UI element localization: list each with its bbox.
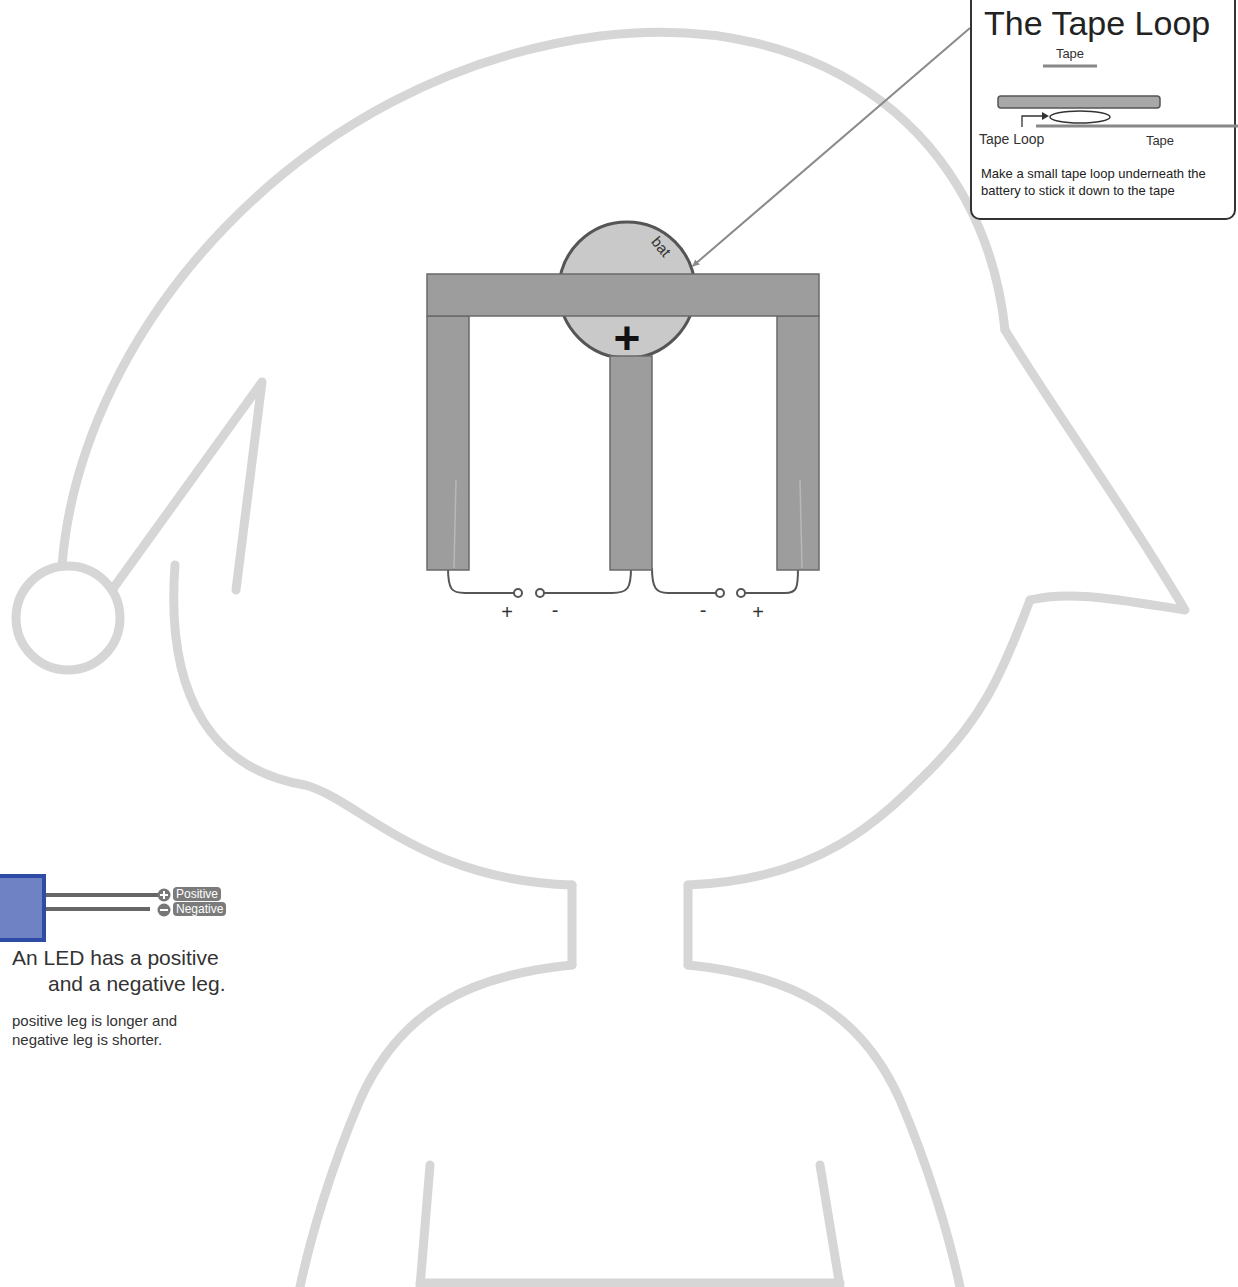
leg-tag: Positive	[173, 887, 221, 901]
positive-icon	[158, 889, 171, 902]
lead-end	[737, 589, 745, 597]
callout-box: The Tape LoopMake a small tape loop unde…	[970, 0, 1236, 220]
battery-circle: bat+	[557, 220, 697, 360]
face-right	[688, 600, 1030, 885]
lead-end	[536, 589, 544, 597]
right-ear	[1005, 330, 1185, 610]
led-lead	[652, 568, 716, 593]
face-left	[174, 565, 572, 885]
led-note-heading: An LED has a positive and a negative leg…	[12, 945, 252, 998]
negative-icon	[158, 904, 171, 917]
positive-icon-mark	[160, 891, 168, 899]
negative-icon-mark	[160, 909, 168, 911]
callout-title: The Tape Loop	[984, 6, 1229, 40]
polarity-mark: +	[614, 315, 641, 361]
led-leg-positive	[46, 893, 158, 897]
led-leads	[448, 568, 798, 597]
body-bottom	[420, 1279, 840, 1287]
tape-strip	[427, 316, 469, 570]
led-note-body: positive leg is longer and negative leg …	[12, 1012, 217, 1050]
polarity-label: -	[700, 598, 707, 623]
hat-pompom	[16, 566, 120, 670]
polarity-label: -	[552, 598, 559, 623]
leg-tag: Negative	[173, 902, 226, 916]
tape-bar	[427, 274, 819, 316]
sketch-pointer	[1022, 116, 1042, 127]
elf-outline	[16, 32, 1185, 1287]
led-leg-negative	[46, 907, 150, 911]
lead-end	[716, 589, 724, 597]
body-left	[300, 965, 572, 1287]
tape-strip	[777, 316, 819, 570]
sketch-battery	[998, 96, 1160, 108]
tape-strips	[427, 274, 819, 570]
wire-under-tape	[454, 480, 802, 568]
tape-strip	[610, 356, 652, 570]
sketch-pointer-head	[1042, 112, 1049, 120]
lead-end	[514, 589, 522, 597]
led-body	[0, 876, 44, 940]
polarity-label: +	[501, 600, 513, 625]
leader-arrow	[693, 28, 970, 266]
led-lead	[745, 568, 798, 593]
sketch-label: Tape	[1056, 46, 1084, 62]
led-lead	[448, 568, 514, 593]
polarity-label: +	[752, 600, 764, 625]
sketch-label: Tape	[1146, 133, 1174, 149]
arm-lines	[420, 1165, 840, 1287]
sketch-top-tape	[1043, 65, 1097, 68]
led-symbol	[0, 876, 171, 940]
callout-note: Make a small tape loop underneath the ba…	[981, 166, 1229, 200]
sketch-tape-loop	[1050, 111, 1110, 123]
led-lead	[544, 568, 631, 593]
left-ear	[112, 382, 262, 590]
neck	[572, 885, 688, 965]
sketch-label: Tape Loop	[979, 131, 1044, 149]
body-right	[688, 965, 960, 1287]
wire-end	[454, 480, 456, 568]
wire-end	[800, 480, 802, 568]
sketch-bottom-tape	[1036, 125, 1238, 128]
hat-outline	[62, 32, 1005, 566]
